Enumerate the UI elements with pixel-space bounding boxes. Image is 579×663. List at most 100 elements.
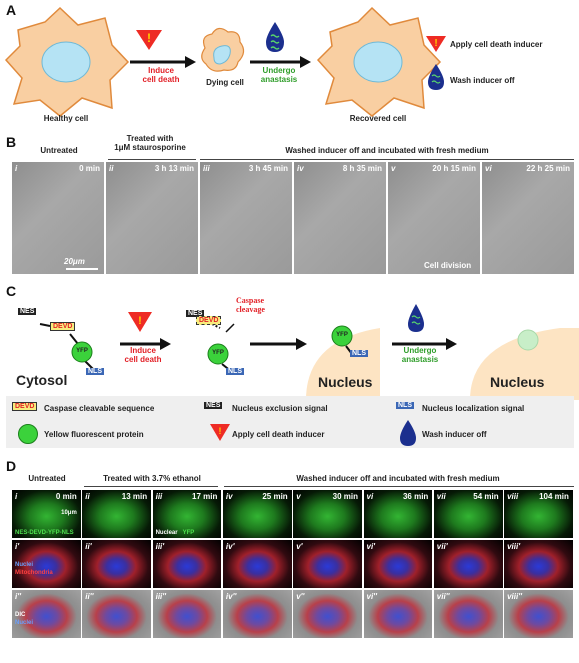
yfp-circle-1 [71, 341, 93, 363]
cytosol-label: Cytosol [16, 372, 68, 388]
legend-wash-text-c: Wash inducer off [422, 430, 487, 439]
b-tile-roman: vi [485, 164, 492, 173]
c-legend-box [6, 396, 574, 448]
warning-icon-c [128, 312, 152, 332]
d-tile-r3-3: iii'' [152, 590, 222, 638]
panel-a-label: A [6, 2, 17, 18]
d-tile-roman: ii [85, 492, 90, 501]
devd-tag-1: DEVD [50, 322, 76, 331]
b-tile-time: 8 h 35 min [342, 164, 382, 173]
nucleus-label-2: Nucleus [490, 374, 545, 390]
b-header-treated: Treated with 1μM staurosporine [114, 134, 186, 152]
d-tile-r3-5: v'' [293, 590, 362, 638]
nucleus-shape-2 [470, 328, 579, 400]
undergo-anastasis-label-a: Undergo anastasis [260, 66, 298, 84]
d-tile-roman: viii'' [507, 592, 523, 601]
d-tile-roman: vi' [366, 542, 376, 551]
d-tile-roman: ii' [85, 542, 92, 551]
d-tile-time: 0 min [55, 492, 77, 501]
caspase-cleavage-label: Caspase cleavage [236, 296, 265, 314]
b-scale-bar [66, 268, 98, 270]
d-tile-time: 104 min [539, 492, 569, 501]
devd-tag-2: DEVD [196, 316, 222, 325]
d-tile-roman: i' [15, 542, 20, 551]
d-tile-roman: iii [155, 492, 163, 501]
b-tile-roman: i [15, 164, 18, 173]
d-tile-r2-6: vi' [363, 540, 433, 588]
legend-warning-icon-c: ! [210, 424, 230, 441]
d-tile-roman: vi [366, 492, 374, 501]
d-tile-roman: vii' [436, 542, 448, 551]
d-tile-r1-4: iv 25 min [222, 490, 292, 538]
d-tile-r1-6: vi 36 min [363, 490, 433, 538]
yfp-text-3: YFP [336, 332, 348, 338]
panel-d-label: D [6, 458, 17, 474]
b-tile-roman: iii [203, 164, 210, 173]
d-tile-r3-4: iv'' [222, 590, 292, 638]
legend-yfp-text: Yellow fluorescent protein [44, 430, 144, 439]
svg-text:!: ! [147, 31, 151, 45]
d-scale-label: 10μm [61, 510, 77, 516]
d-tile-roman: iv'' [225, 592, 237, 601]
b-tile-time: 3 h 13 min [154, 164, 194, 173]
d-tile-time: 25 min [262, 492, 288, 501]
healthy-nucleus [41, 41, 91, 83]
legend-devd-tag: DEVD [12, 402, 38, 411]
d-nuclear-label: Nuclear [155, 530, 178, 536]
d-tile-roman: i [15, 492, 18, 501]
d-tile-roman: v' [296, 542, 303, 551]
d-tile-roman: viii' [507, 542, 521, 551]
d-mito-label: Mitochondria [15, 570, 53, 576]
d-tile-roman: v [296, 492, 301, 501]
b-tile-time: 3 h 45 min [248, 164, 288, 173]
legend-nes-tag: NES [204, 402, 223, 409]
nucleus-shape-1 [306, 328, 380, 400]
drop-icon [266, 22, 284, 52]
d-tile-roman: iv [225, 492, 233, 501]
d-tile-r2-2: ii' [82, 540, 152, 588]
d-tile-r1-8: viii 104 min [504, 490, 573, 538]
d-header-untreated: Untreated [28, 474, 66, 483]
d-tile-r2-5: v' [293, 540, 362, 588]
d-tile-roman: viii [507, 492, 519, 501]
nls-tag-3: NLS [350, 350, 368, 357]
drop-icon-c [408, 304, 424, 332]
d-tile-r2-4: iv' [222, 540, 292, 588]
legend-warning-icon [426, 36, 446, 52]
dying-cell-label: Dying cell [206, 78, 244, 87]
b-header-untreated: Untreated [40, 146, 78, 155]
d-tile-r3-2: ii'' [82, 590, 152, 638]
yfp-faded [517, 329, 539, 351]
yfp-text-1: YFP [76, 348, 88, 354]
d-tile-roman: i'' [15, 592, 22, 601]
b-tile-time: 20 h 15 min [432, 164, 476, 173]
b-tile-roman: v [391, 164, 396, 173]
yfp-circle-3 [331, 325, 353, 347]
yfp-circle-2 [207, 343, 229, 365]
d-header-washed: Washed inducer off and incubated with fr… [296, 474, 500, 483]
b-tile-iii: iii 3 h 45 min [200, 162, 292, 274]
d-nuclei-label-dic: Nuclei [15, 620, 34, 626]
d-tile-roman: vi'' [366, 592, 377, 601]
d-tile-r2-7: vii' [433, 540, 503, 588]
induce-death-label-a: Induce cell death [142, 66, 180, 84]
legend-wash-label: Wash inducer off [450, 76, 515, 85]
induce-death-label-c: Induce cell death [124, 346, 162, 364]
b-cell-division-label: Cell division [424, 261, 472, 270]
b-header-washed: Washed inducer off and incubated with fr… [285, 146, 489, 155]
d-tile-roman: iii'' [155, 592, 167, 601]
legend-apply-text-c: Apply cell death inducer [232, 430, 325, 439]
nes-tag-2: NES [186, 310, 205, 317]
panel-c-label: C [6, 283, 17, 299]
legend-drop-icon-c [400, 420, 416, 446]
nls-tag-1: NLS [86, 368, 104, 375]
d-tile-time: 36 min [402, 492, 429, 501]
panel-b-label: B [6, 134, 17, 150]
